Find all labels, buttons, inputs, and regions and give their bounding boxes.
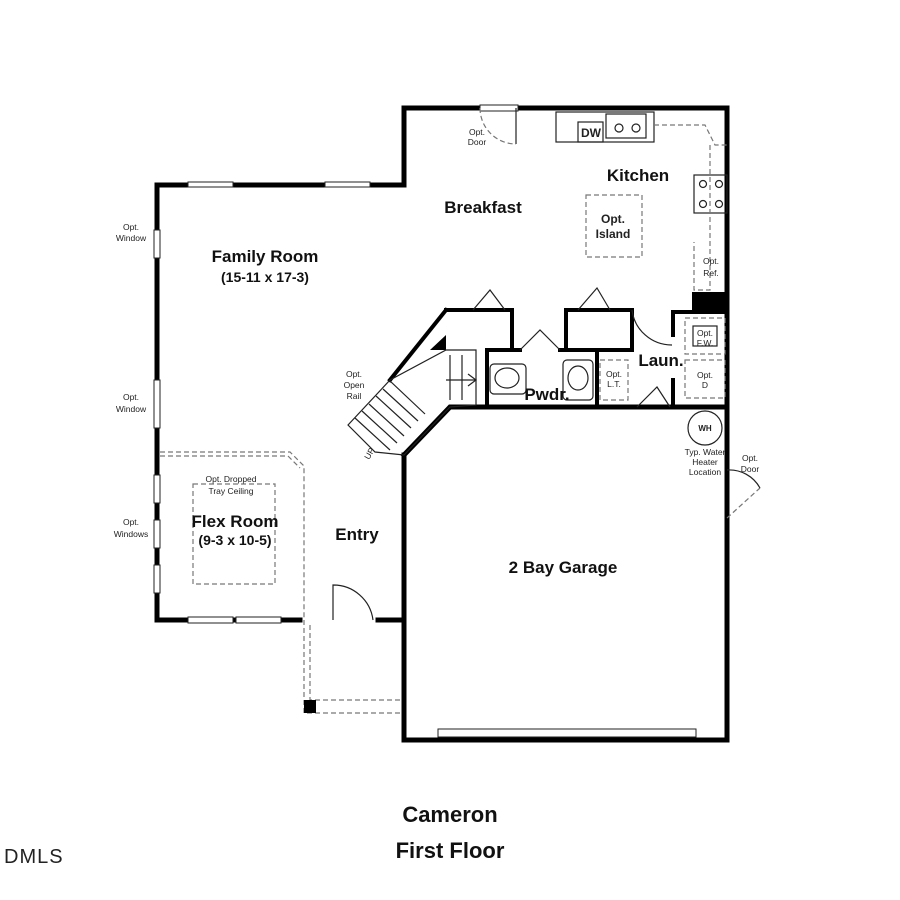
- plan-name: Cameron: [402, 802, 498, 827]
- flex-room-label: Flex Room: [192, 512, 279, 531]
- garage-label: 2 Bay Garage: [509, 558, 618, 577]
- powder-fixtures: [489, 359, 629, 401]
- doors: [332, 107, 761, 621]
- opt-window-1-label-2: Window: [116, 233, 147, 243]
- opt-d-label-2: D: [702, 380, 708, 390]
- mls-watermark: DMLS: [4, 846, 64, 868]
- opt-open-rail-label-2: Open: [344, 380, 365, 390]
- water-heater-note-2: Heater: [692, 457, 718, 467]
- water-heater: [687, 410, 723, 446]
- opt-island-label: Opt.: [601, 212, 625, 226]
- opt-open-rail-label-3: Rail: [347, 391, 362, 401]
- opt-door-top-label-2: Door: [468, 137, 487, 147]
- opt-fw-label: Opt.: [697, 328, 713, 338]
- opt-d-label: Opt.: [697, 370, 713, 380]
- flex-room-dims: (9-3 x 10-5): [198, 532, 271, 548]
- opt-door-top-label: Opt.: [469, 127, 485, 137]
- opt-open-rail-label: Opt.: [346, 369, 362, 379]
- breakfast-label: Breakfast: [444, 198, 522, 217]
- opt-windows-label-2: Windows: [114, 529, 148, 539]
- family-room-label: Family Room: [212, 247, 319, 266]
- exterior-walls: [154, 105, 730, 743]
- stairs: [347, 349, 477, 456]
- opt-lt-label: Opt.: [606, 369, 622, 379]
- opt-fw-label-2: F.W.: [697, 338, 714, 348]
- floor-name: First Floor: [395, 838, 505, 863]
- opt-island-label-2: Island: [596, 227, 631, 241]
- kitchen-label: Kitchen: [607, 166, 669, 185]
- opt-window-2-label-2: Window: [116, 404, 147, 414]
- windows: [153, 104, 697, 738]
- opt-ref-label: Opt.: [703, 256, 719, 266]
- entry-label: Entry: [335, 525, 379, 544]
- laundry-label: Laun.: [638, 351, 683, 370]
- powder-label: Pwdr.: [524, 385, 569, 404]
- dashed-options: [160, 451, 400, 714]
- water-heater-note-3: Location: [689, 467, 721, 477]
- stairs-up-label: UP: [362, 446, 377, 462]
- opt-window-1-label: Opt.: [123, 222, 139, 232]
- opt-door-garage-label-2: Door: [741, 464, 760, 474]
- opt-dropped-label: Opt. Dropped: [205, 474, 256, 484]
- family-room-dims: (15-11 x 17-3): [221, 269, 309, 285]
- opt-dropped-label-2: Tray Ceiling: [208, 486, 253, 496]
- water-heater-note: Typ. Water: [685, 447, 726, 457]
- dishwasher-label: DW: [581, 126, 602, 140]
- opt-lt-label-2: L.T.: [607, 379, 621, 389]
- opt-door-garage-label: Opt.: [742, 453, 758, 463]
- interior-walls: [387, 292, 730, 459]
- kitchen-fixtures: [555, 111, 728, 291]
- laundry-fixtures: [684, 317, 726, 399]
- opt-window-2-label: Opt.: [123, 392, 139, 402]
- water-heater-label: WH: [698, 424, 712, 433]
- opt-windows-label: Opt.: [123, 517, 139, 527]
- opt-ref-label-2: Ref.: [703, 268, 719, 278]
